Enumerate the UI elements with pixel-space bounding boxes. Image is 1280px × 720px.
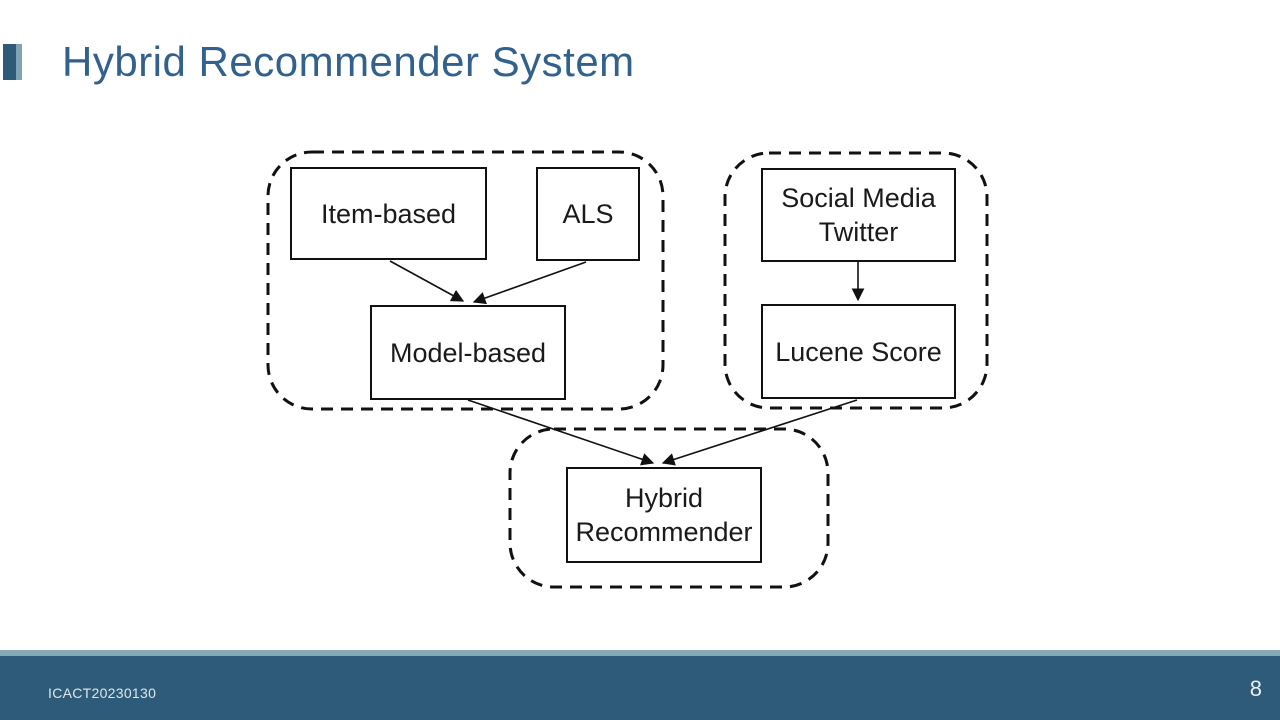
node-lucene-score-label: Lucene Score bbox=[775, 336, 942, 367]
node-model-based-label: Model-based bbox=[389, 337, 547, 368]
footer-bar bbox=[0, 656, 1280, 720]
node-als-label: ALS bbox=[562, 199, 614, 229]
arrow-model-based-to-hybrid bbox=[467, 399, 655, 466]
node-als: ALS bbox=[536, 167, 640, 261]
node-social-media-twitter: Social Media Twitter bbox=[761, 168, 956, 262]
arrow-item-based-to-model-based bbox=[389, 260, 465, 302]
arrow-lucene-to-hybrid bbox=[661, 399, 858, 466]
node-item-based-label: Item-based bbox=[320, 198, 457, 229]
node-hybrid-recommender: Hybrid Recommender bbox=[566, 467, 762, 563]
footer-conference-id: ICACT20230130 bbox=[48, 685, 157, 701]
title-bullet-dark-block bbox=[3, 44, 16, 80]
arrow-als-to-model-based bbox=[472, 261, 587, 305]
title-bullet-light-block bbox=[16, 44, 22, 80]
node-hybrid-recommender-label: Hybrid Recommender bbox=[575, 483, 753, 547]
node-lucene-score: Lucene Score bbox=[761, 304, 956, 399]
node-model-based: Model-based bbox=[370, 305, 566, 400]
node-item-based: Item-based bbox=[290, 167, 487, 260]
page-number: 8 bbox=[1249, 676, 1262, 701]
collaborative-group-outline bbox=[266, 150, 665, 411]
footer-accent-strip bbox=[0, 650, 1280, 656]
node-social-media-twitter-label: Social Media Twitter bbox=[781, 183, 936, 247]
social-group-outline bbox=[723, 151, 989, 410]
page-title: Hybrid Recommender System bbox=[62, 38, 635, 85]
title-bullet-icon bbox=[3, 44, 22, 80]
